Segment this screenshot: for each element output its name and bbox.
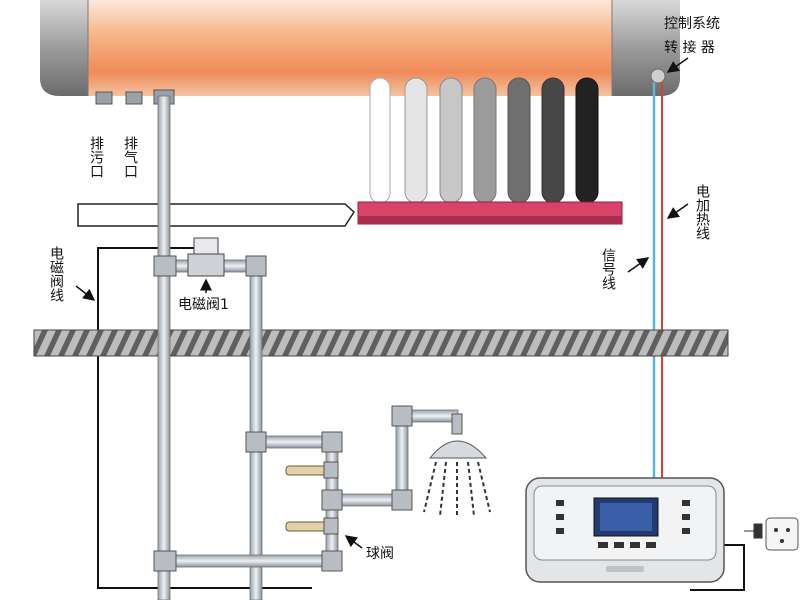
- arrow-signal-wire: [627, 257, 650, 273]
- arrow-ball-valve: [344, 535, 363, 549]
- arrow-heater-wire: [666, 203, 689, 219]
- solenoid-wire: [97, 247, 312, 589]
- label-solenoid-valve: 电磁阀1: [178, 297, 229, 313]
- label-ball-valve: 球阀: [366, 546, 394, 562]
- power-wire: [690, 544, 745, 591]
- vacuum-tubes: [369, 77, 599, 204]
- controller-connector: [650, 68, 666, 84]
- controller-unit: [525, 477, 725, 583]
- shower-head-icon: [423, 413, 491, 518]
- ball-valves: [285, 461, 339, 535]
- water-tank: [40, 0, 680, 96]
- floor-slab: [33, 329, 729, 357]
- label-heater-wire: 电加热线: [694, 184, 710, 240]
- label-drain-port: 排污口: [88, 136, 104, 178]
- solenoid-valve-body: [187, 237, 225, 277]
- pipes: [153, 95, 459, 600]
- label-controller-connector-2: 转 接 器: [664, 39, 715, 56]
- label-signal-wire: 信号线: [600, 248, 616, 290]
- arrow-connector: [666, 57, 689, 73]
- arrow-solenoid-wire: [75, 285, 96, 301]
- tube-rack: [357, 201, 623, 225]
- label-solenoid-wire: 电磁阀线: [48, 246, 64, 302]
- label-vent-port: 排气口: [122, 136, 138, 178]
- label-controller-connector-1: 控制系统: [664, 16, 720, 32]
- power-outlet-icon: [744, 517, 799, 551]
- tank-left-cap: [40, 0, 88, 96]
- roof-board: [77, 203, 355, 227]
